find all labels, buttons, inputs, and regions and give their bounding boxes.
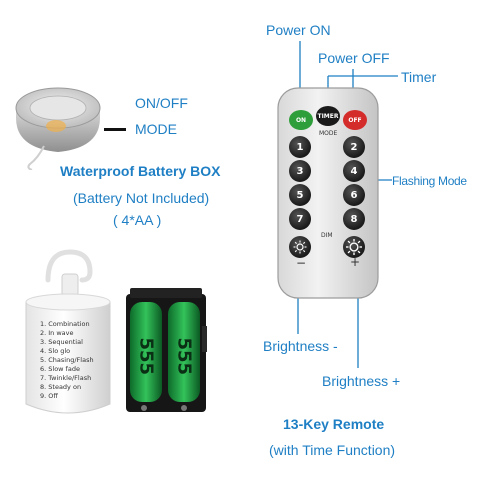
remote-minus-text: −	[296, 256, 307, 270]
battery-box-title: Waterproof Battery BOX	[60, 163, 221, 179]
remote-title: 13-Key Remote	[283, 416, 385, 432]
flashing-mode-label: Flashing Mode	[392, 174, 467, 188]
remote-off-key[interactable]: OFF	[343, 110, 367, 130]
remote-key-4[interactable]: 4	[343, 160, 365, 182]
candle-light-image	[18, 246, 118, 422]
light-mode-item: 5. Chasing/Flash	[40, 356, 94, 364]
mode-label: MODE	[135, 121, 177, 137]
light-mode-item: 9. Off	[40, 392, 58, 400]
brightness-plus-label: Brightness +	[322, 373, 401, 389]
battery-note-line1: (Battery Not Included)	[73, 190, 210, 206]
sun-icon	[293, 240, 307, 254]
timer-label: Timer	[401, 69, 437, 85]
remote-brightness-down-key[interactable]	[289, 236, 311, 258]
light-mode-item: 8. Steady on	[40, 383, 82, 391]
remote-key-1[interactable]: 1	[289, 136, 311, 158]
sun-icon	[346, 239, 362, 255]
remote-key-3[interactable]: 3	[289, 160, 311, 182]
light-mode-item: 7. Twinkle/Flash	[40, 374, 92, 382]
on-off-callout-line	[104, 128, 126, 131]
power-on-label: Power ON	[266, 22, 331, 38]
remote-timer-key[interactable]: TIMER	[316, 106, 340, 126]
remote-key-2[interactable]: 2	[343, 136, 365, 158]
remote-control: ON TIMER OFF MODE 1 2 3 4 5 6 7 8 DIM − …	[276, 86, 380, 300]
light-mode-item: 6. Slow fade	[40, 365, 80, 373]
on-off-label: ON/OFF	[135, 95, 188, 111]
remote-subtitle: (with Time Function)	[269, 442, 396, 458]
remote-key-7[interactable]: 7	[289, 208, 311, 230]
remote-on-key[interactable]: ON	[289, 110, 313, 130]
battery-note-line2: ( 4*AA )	[113, 212, 162, 228]
battery-cell-label-right: 555	[173, 337, 195, 376]
light-mode-item: 4. Slo glo	[40, 347, 71, 355]
light-mode-item: 3. Sequential	[40, 338, 83, 346]
battery-cell-label-left: 555	[135, 337, 157, 376]
light-mode-item: 2. In wave	[40, 329, 74, 337]
remote-key-6[interactable]: 6	[343, 184, 365, 206]
remote-key-5[interactable]: 5	[289, 184, 311, 206]
remote-brightness-up-key[interactable]	[343, 236, 365, 258]
light-mode-item: 1. Combination	[40, 320, 90, 328]
brightness-minus-label: Brightness -	[263, 338, 338, 354]
remote-key-8[interactable]: 8	[343, 208, 365, 230]
remote-dim-text: DIM	[321, 232, 333, 239]
remote-mode-text: MODE	[319, 130, 338, 137]
battery-box-image	[8, 78, 110, 171]
battery-holder-image: 555 555	[124, 286, 208, 416]
remote-plus-text: +	[350, 255, 361, 269]
power-off-label: Power OFF	[318, 50, 390, 66]
